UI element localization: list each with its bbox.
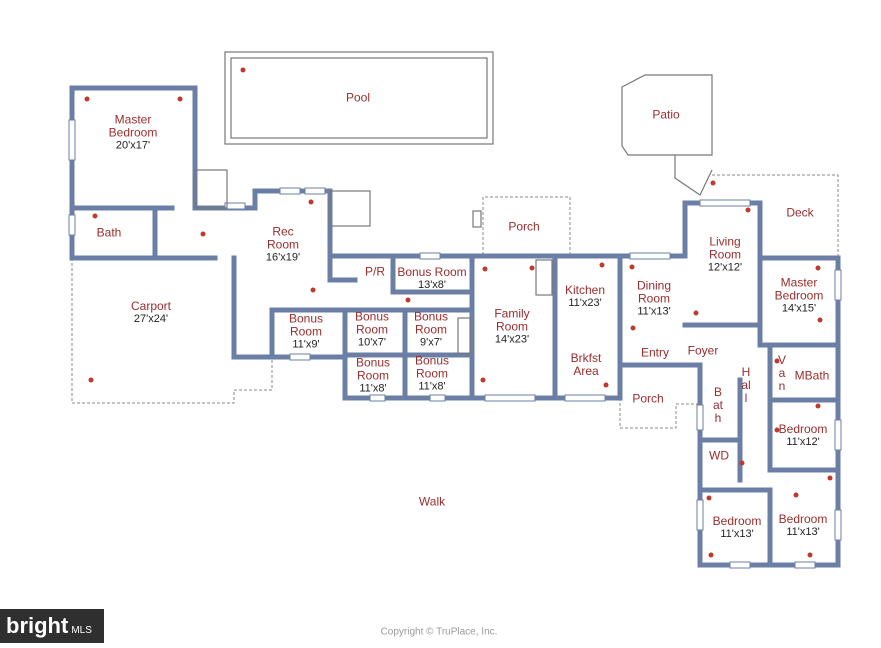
marker-dot xyxy=(774,427,780,433)
copyright-text: Copyright © TruPlace, Inc. xyxy=(380,626,498,638)
marker-dot xyxy=(308,199,314,205)
marker-dot xyxy=(739,460,745,466)
room-label-entry: Entry xyxy=(640,345,670,360)
marker-dot xyxy=(84,96,90,102)
marker-dot xyxy=(630,325,636,331)
marker-dot xyxy=(599,262,605,268)
marker-dot xyxy=(240,67,246,73)
marker-dot xyxy=(774,358,780,364)
marker-dot xyxy=(629,264,635,270)
marker-dot xyxy=(177,96,183,102)
marker-dot xyxy=(88,377,94,383)
marker-dot xyxy=(793,492,799,498)
room-label-patio: Patio xyxy=(652,107,680,122)
marker-dot xyxy=(708,552,714,558)
room-label-pool: Pool xyxy=(345,90,371,105)
marker-dot xyxy=(482,266,488,272)
room-label-porch: Porch xyxy=(508,219,540,234)
marker-dot xyxy=(480,377,486,383)
marker-dot xyxy=(405,297,411,303)
marker-dot xyxy=(815,265,821,271)
room-label-van: Van xyxy=(777,353,786,393)
room-label-wd: WD xyxy=(709,448,729,463)
room-label-porch: Porch xyxy=(632,391,664,406)
marker-dot xyxy=(827,475,833,481)
marker-dot xyxy=(92,213,98,219)
room-label-hall: Hall xyxy=(741,365,751,405)
room-label-bath: Bath xyxy=(713,385,724,425)
marker-dot xyxy=(710,180,716,186)
marker-dot xyxy=(529,265,535,271)
room-label-deck: Deck xyxy=(786,205,814,220)
room-label-breakfast-area: Brkfst Area xyxy=(570,351,602,378)
room-label-walk: Walk xyxy=(418,494,446,509)
marker-dot xyxy=(200,231,206,237)
room-label-powder-room: P/R xyxy=(364,264,386,279)
marker-dot xyxy=(817,317,823,323)
marker-dot xyxy=(310,287,316,293)
marker-dot xyxy=(807,552,813,558)
marker-dot xyxy=(815,403,821,409)
room-label-bath: Bath xyxy=(96,225,122,240)
marker-dot xyxy=(603,382,609,388)
room-label-foyer: Foyer xyxy=(687,343,719,358)
marker-dot xyxy=(693,310,699,316)
marker-dot xyxy=(706,495,712,501)
room-label-mbath: MBath xyxy=(794,368,830,383)
marker-dot xyxy=(745,207,751,213)
